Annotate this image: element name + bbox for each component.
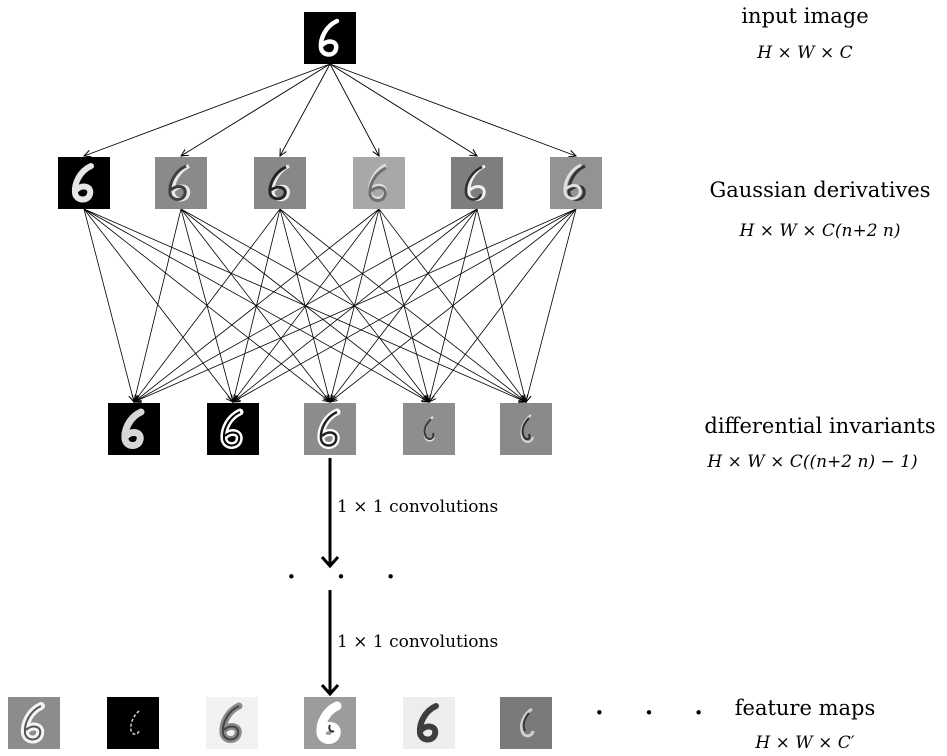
edge-input-to-gaussian-5 <box>329 63 477 156</box>
differential-invariants-dims: H × W × C((n+2 n) − 1) <box>707 452 918 472</box>
feature-map-thumb-6 <box>500 697 552 749</box>
edge-input-to-gaussian-3 <box>280 63 331 156</box>
input-image-dims: H × W × C <box>757 43 853 63</box>
input-image-label: input image <box>741 4 869 28</box>
edge-gaussian-6-to-invariant-4 <box>429 208 577 402</box>
middle-ellipsis: · · · <box>286 557 411 597</box>
feature-map-thumb-1 <box>8 697 60 749</box>
edge-gaussian-2-to-invariant-3 <box>180 208 330 402</box>
invariant-thumb-2 <box>207 403 259 455</box>
invariant-thumb-5 <box>500 403 552 455</box>
input-image-thumbnail <box>304 12 356 64</box>
edge-gaussian-3-to-invariant-1 <box>134 208 281 402</box>
convolution-label-2: 1 × 1 convolutions <box>337 632 499 652</box>
gaussian-derivative-thumb-3 <box>254 157 306 209</box>
edge-gaussian-1-to-invariant-1 <box>83 208 134 402</box>
feature-map-thumb-2 <box>107 697 159 749</box>
gaussian-derivative-thumb-4 <box>353 157 405 209</box>
edge-gaussian-1-to-invariant-2 <box>83 208 233 402</box>
convolution-label-1: 1 × 1 convolutions <box>337 497 499 517</box>
feature-maps-label: feature maps <box>734 696 876 720</box>
feature-map-thumb-5 <box>403 697 455 749</box>
edge-input-to-gaussian-1 <box>84 63 331 156</box>
edge-gaussian-2-to-invariant-1 <box>134 208 182 402</box>
gaussian-derivative-thumb-2 <box>155 157 207 209</box>
gaussian-derivative-thumb-1 <box>58 157 110 209</box>
edge-gaussian-4-to-invariant-1 <box>134 208 380 402</box>
gaussian-derivative-thumb-5 <box>451 157 503 209</box>
input-to-gaussian-edges <box>84 63 576 156</box>
feature-map-thumb-4 <box>304 697 356 749</box>
edge-gaussian-6-to-invariant-1 <box>134 208 577 402</box>
edge-gaussian-6-to-invariant-3 <box>330 208 577 402</box>
edge-gaussian-6-to-invariant-5 <box>526 208 577 402</box>
gaussian-derivatives-label: Gaussian derivatives <box>709 178 931 202</box>
edge-input-to-gaussian-2 <box>181 63 331 156</box>
invariant-thumb-1 <box>108 403 160 455</box>
edge-input-to-gaussian-6 <box>329 63 576 156</box>
differential-invariants-label: differential invariants <box>704 414 936 438</box>
edge-gaussian-5-to-invariant-1 <box>134 208 478 402</box>
invariant-thumb-3 <box>304 403 356 455</box>
feature-maps-dims: H × W × C′ <box>755 733 855 753</box>
edge-gaussian-5-to-invariant-3 <box>330 208 478 402</box>
edge-input-to-gaussian-4 <box>329 63 379 156</box>
feature-map-thumb-3 <box>206 697 258 749</box>
gaussian-derivative-thumb-6 <box>550 157 602 209</box>
invariant-thumb-4 <box>403 403 455 455</box>
edge-gaussian-6-to-invariant-2 <box>233 208 577 402</box>
trailing-ellipsis: · · · <box>594 693 719 733</box>
gaussian-derivatives-dims: H × W × C(n+2 n) <box>739 221 901 241</box>
gaussian-to-invariant-edges <box>83 208 577 402</box>
edge-gaussian-2-to-invariant-5 <box>180 208 526 402</box>
edge-gaussian-5-to-invariant-5 <box>476 208 526 402</box>
